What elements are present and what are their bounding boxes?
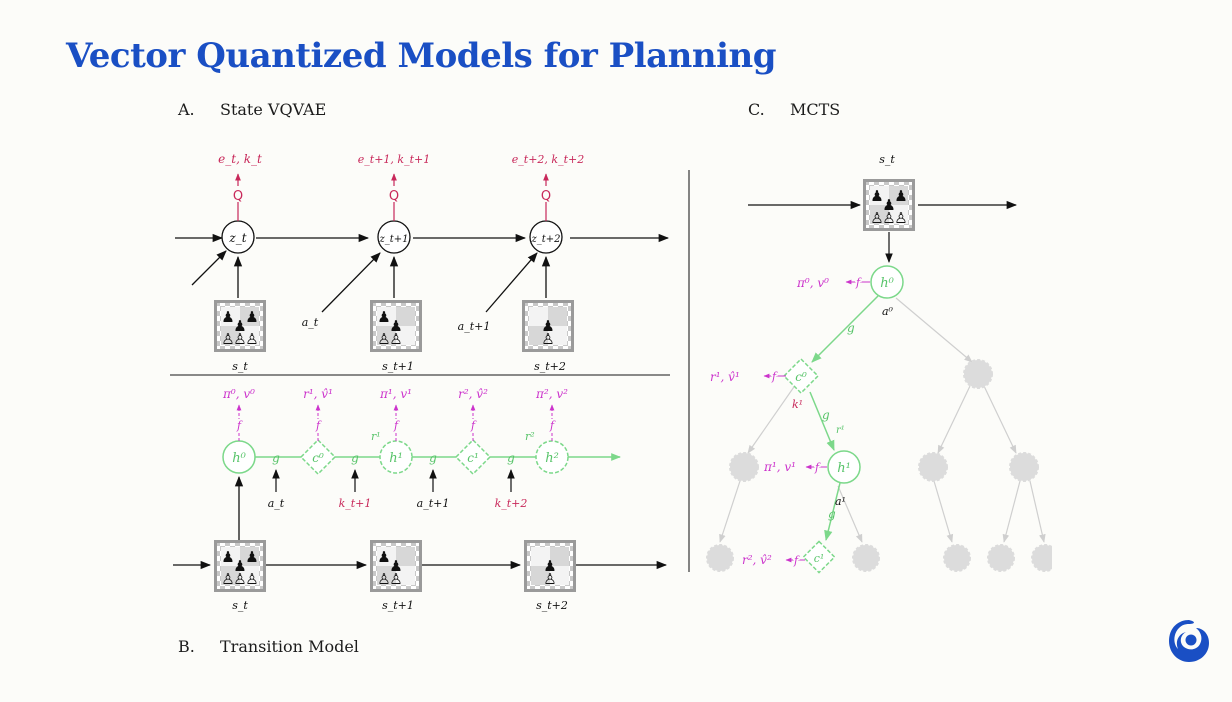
latent-node: z_t [221,220,255,254]
mcts-node [870,265,904,299]
mcts-node [827,450,861,484]
input-label: a_t+1 [417,497,450,510]
code-label: e_t+1, k_t+1 [358,153,430,166]
panel-a-letter: A. [178,100,195,119]
chance-node [299,438,337,476]
state-label: s_t+2 [536,599,568,612]
quantizer: Q e_t+1, k_t+1 [358,153,430,221]
reward-label: r¹ [371,430,381,443]
deepmind-logo-icon [1169,620,1209,662]
chessboard-icon [214,540,266,592]
svg-text:Q: Q [233,189,243,204]
panel-a-label: A. State VQVAE [178,100,326,119]
mcts-node-label: h⁰ [880,276,894,291]
prediction-output: r², v̂² [742,553,772,567]
chessboard-icon [524,540,576,592]
panel-c-letter: C. [748,100,765,119]
prediction-output: π⁰, v⁰ [796,276,829,290]
slide-title: Vector Quantized Models for Planning [66,36,777,76]
chessboard-icon [370,540,422,592]
prediction-output: π¹, v¹ [763,460,796,474]
svg-text:f: f [793,554,800,567]
chessboard-icon [863,179,915,231]
svg-text:f: f [236,419,243,432]
dynamics-label: g [507,451,515,465]
chance-node [454,438,492,476]
svg-text:f: f [855,276,862,289]
chessboard-icon [522,300,574,352]
reward-label: r² [525,430,535,443]
latent-label: z_t+2 [530,234,560,245]
action-label: a_t+1 [458,320,491,333]
mcts-node-label: c⁰ [795,370,807,384]
input-label: k_t+1 [339,497,372,510]
prediction-output: r², v̂² [458,387,488,401]
latent-label: z_t+1 [378,234,408,245]
state-label: s_t+1 [382,599,414,612]
state-label: s_t [232,360,248,373]
root-state-label: s_t [879,153,895,166]
svg-text:f: f [393,419,400,432]
latent-node: z_t+2 [529,220,563,254]
code-label: e_t, k_t [218,152,262,166]
svg-text:g: g [828,507,836,521]
svg-text:g: g [822,408,830,422]
panel-b-transition: h⁰ h¹ h² c⁰ c¹ g g g g r¹ r² f [173,387,668,612]
state-label: s_t+2 [534,360,566,373]
latent-node: z_t+1 [377,220,411,254]
prediction-output: π², v² [535,387,568,401]
quantizer: Q e_t, k_t [218,152,262,221]
chance-label: c⁰ [312,451,324,465]
panel-c-label: C. MCTS [748,100,840,119]
panel-b-label: B. Transition Model [178,637,359,656]
svg-text:f: f [549,419,556,432]
code-label: k¹ [792,398,803,411]
mcts-node-label: h¹ [837,461,851,476]
state-label: s_t [232,599,248,612]
svg-text:f: f [814,461,821,474]
hidden-state-label: h⁰ [232,451,246,466]
prediction-output: r¹, v̂¹ [710,370,740,384]
state-label: s_t+1 [382,360,414,373]
input-label: a_t [268,497,285,510]
panel-b-title: Transition Model [220,637,359,656]
quantizer: Q e_t+2, k_t+2 [512,153,584,221]
action-label: a¹ [835,495,846,508]
code-label: e_t+2, k_t+2 [512,153,584,166]
chessboard-icon [370,300,422,352]
hidden-state-label: h² [545,451,559,466]
action-label: a⁰ [882,305,894,318]
dynamics-label: g [351,451,359,465]
hidden-state-label: h¹ [389,451,403,466]
panel-a-title: State VQVAE [220,100,327,119]
prediction-output: r¹, v̂¹ [303,387,333,401]
svg-text:f: f [771,370,778,383]
panel-b-letter: B. [178,637,195,656]
mcts-node-label: c¹ [814,552,825,565]
prediction-heads: f f f f f π⁰, v⁰ r¹, v̂¹ π¹, v¹ r², v̂² … [222,387,568,441]
panel-c-mcts: s_t [706,153,1066,580]
dynamics-label: g [429,451,437,465]
svg-text:f: f [315,419,322,432]
svg-text:g: g [847,321,855,335]
panel-c-title: MCTS [790,100,841,119]
prediction-output: π¹, v¹ [379,387,412,401]
panel-a-vqvae: z_t z_t+1 z_t+2 Q e_t, k_t Q e_t+1, k_t+… [175,152,670,373]
input-label: k_t+2 [495,497,528,510]
chessboard-icon [214,300,266,352]
action-label: a_t [302,316,319,329]
chance-label: c¹ [467,451,479,465]
prediction-output: π⁰, v⁰ [222,387,255,401]
latent-label: z_t [228,231,246,245]
svg-text:Q: Q [389,189,399,204]
mcts-chance-node [782,357,820,395]
svg-text:f: f [470,419,477,432]
svg-text:Q: Q [541,189,551,204]
svg-text:r¹: r¹ [836,425,845,436]
dynamics-label: g [272,451,280,465]
